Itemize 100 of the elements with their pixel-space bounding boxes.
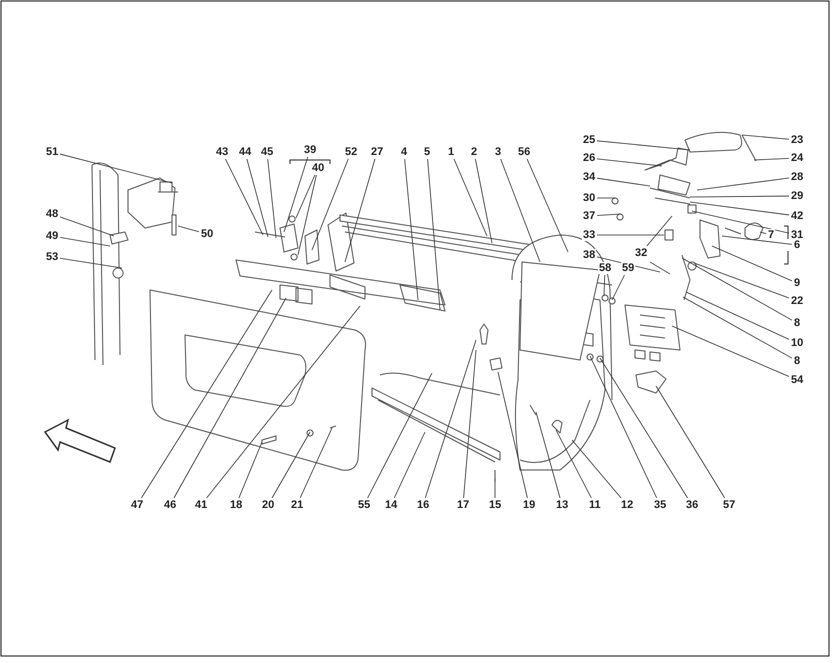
- callout-number: 50: [200, 228, 214, 240]
- callout-number: 37: [582, 210, 596, 222]
- leader-line: [225, 158, 264, 236]
- callout-number: 23: [790, 134, 804, 146]
- leader-line: [367, 372, 432, 498]
- leader-line: [656, 386, 726, 498]
- leader-line: [246, 158, 268, 238]
- leader-line: [300, 428, 332, 498]
- callout-number: 31: [790, 229, 804, 241]
- callout-number: 54: [790, 374, 804, 386]
- callout-number: 22: [790, 295, 804, 307]
- leader-line: [296, 174, 316, 218]
- callout-number: 30: [582, 192, 596, 204]
- leader-line: [682, 258, 792, 321]
- callout-number: 53: [45, 251, 60, 263]
- callout-number: 48: [45, 208, 60, 220]
- leader-line: [463, 350, 476, 498]
- leader-line: [590, 356, 658, 498]
- leader-line: [722, 236, 792, 245]
- callout-number: 18: [229, 499, 244, 511]
- leader-line: [600, 358, 688, 498]
- leader-line: [500, 158, 540, 262]
- callout-number: 38: [582, 249, 596, 261]
- callout-number: 49: [45, 230, 60, 242]
- leader-line: [612, 274, 625, 300]
- leader-line: [760, 232, 766, 234]
- leader-line: [596, 234, 664, 236]
- leader-line: [344, 158, 376, 262]
- leader-line: [424, 340, 476, 498]
- leader-line: [596, 178, 650, 186]
- callout-number: 26: [582, 152, 596, 164]
- callout-number: 2: [470, 146, 478, 158]
- leader-line: [742, 134, 790, 140]
- leader-line: [298, 174, 317, 256]
- callout-number: 29: [790, 190, 804, 202]
- leader-line: [394, 432, 426, 498]
- callout-number: 10: [790, 337, 804, 349]
- callout-number: 59: [621, 262, 636, 274]
- callout-number: 6: [793, 239, 802, 251]
- leader-line: [754, 158, 790, 160]
- leader-line: [696, 178, 790, 190]
- callout-number: 44: [238, 146, 252, 158]
- leader-line: [690, 196, 790, 198]
- callout-number: 3: [494, 146, 502, 158]
- callout-number: 19: [522, 499, 536, 511]
- callout-number: 16: [416, 499, 430, 511]
- callout-number: 7: [767, 229, 776, 241]
- leader-line: [604, 274, 606, 296]
- callout-number: 46: [163, 499, 178, 511]
- callout-number: 20: [261, 499, 276, 511]
- leader-line: [60, 258, 122, 268]
- leader-line: [694, 262, 790, 298]
- callout-number: 25: [582, 134, 596, 146]
- leader-line: [646, 216, 672, 246]
- callout-number: 4: [400, 146, 408, 158]
- callout-number: 8: [793, 317, 802, 329]
- leader-line: [206, 306, 360, 498]
- callout-number: 47: [130, 499, 144, 511]
- callout-number: 21: [290, 499, 304, 511]
- leader-line: [494, 478, 496, 498]
- leader-line: [596, 140, 690, 150]
- callout-number: 11: [588, 499, 602, 511]
- leader-line: [141, 290, 272, 498]
- leader-line: [682, 296, 792, 359]
- leader-line: [454, 158, 488, 236]
- callout-number: 5: [423, 146, 432, 158]
- callout-number: 34: [582, 171, 596, 183]
- callout-number: 36: [685, 499, 700, 511]
- callout-number: 43: [215, 146, 230, 158]
- callout-number: 12: [620, 499, 634, 511]
- callout-number: 24: [790, 152, 804, 164]
- leader-line: [556, 430, 592, 498]
- leader-line: [692, 210, 790, 234]
- callout-number: 13: [555, 499, 570, 511]
- leader-line: [690, 202, 790, 216]
- leader-line: [312, 158, 349, 250]
- callout-number: 35: [653, 499, 668, 511]
- leader-line: [712, 246, 792, 282]
- callout-number: 57: [722, 499, 736, 511]
- callout-number: 15: [488, 499, 502, 511]
- callout-number: 1: [447, 146, 456, 158]
- callout-number: 8: [793, 355, 802, 367]
- leader-line: [284, 156, 308, 232]
- callout-number: 33: [582, 229, 596, 241]
- leader-line: [526, 158, 568, 252]
- leader-line: [427, 158, 440, 310]
- leader-line: [498, 372, 528, 498]
- callout-number: 32: [634, 247, 648, 259]
- callout-number: 41: [194, 499, 208, 511]
- leader-line: [60, 216, 114, 236]
- callout-number: 45: [260, 146, 274, 158]
- callout-number: 39: [303, 144, 318, 156]
- callout-number: 40: [311, 162, 326, 174]
- callout-number: 17: [456, 499, 470, 511]
- leader-line: [596, 158, 662, 166]
- leader-line: [60, 236, 110, 246]
- callout-number: 51: [45, 146, 60, 158]
- callout-number: 14: [384, 499, 398, 511]
- leader-line: [474, 158, 492, 244]
- leader-line: [686, 292, 790, 340]
